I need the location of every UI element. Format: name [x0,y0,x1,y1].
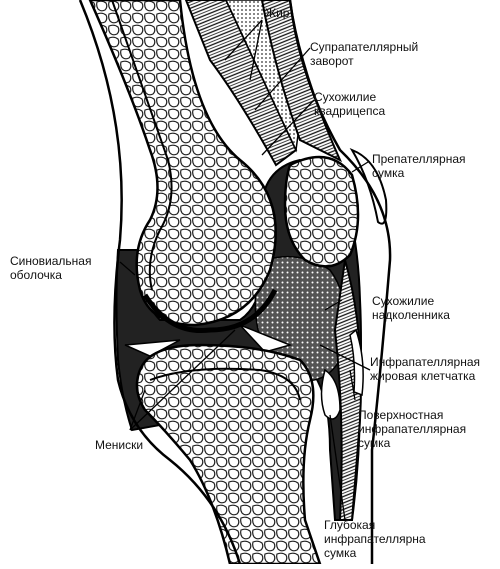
label-line: Глубокая [324,518,376,532]
label-line: надколенника [372,308,450,322]
leader-lines [119,19,371,521]
label-suprapatellar: Супрапателлярный заворот [310,40,418,68]
label-line: Препателлярная [372,152,466,166]
label-line: заворот [310,54,354,68]
label-line: Супрапателлярный [310,40,419,54]
patella [283,155,360,268]
label-line: Сухожилие [372,294,435,308]
patellar-tendon [333,259,362,521]
label-line: Поверхностная [358,408,444,422]
label-quadriceps: Сухожилие квадрицепса [314,90,385,118]
skin-posterior [78,0,242,565]
skin-anterior [288,0,392,564]
femur-bone [88,0,277,327]
articular-cartilage [142,288,278,334]
label-prepatellar: Препателлярная сумка [372,152,466,180]
tibia-cortex [149,367,301,401]
label-line: сумка [324,546,357,560]
deep-infrapatellar-bursa [320,368,341,420]
label-line: Синовиальная [10,254,92,268]
label-line: инфрапателлярная [358,422,467,436]
label-patellar-tendon: Сухожилие надколенника [372,294,450,322]
label-line: сумка [372,166,405,180]
label-line: жировая клетчатка [370,369,476,383]
label-synovial: Синовиальная оболочка [10,254,91,282]
label-fat: Жир [265,6,290,20]
label-infrapatellar-fat: Инфрапателлярная жировая клетчатка [370,355,480,383]
meniscus-anterior [239,324,293,353]
label-line: инфрапателлярна [324,532,426,546]
meniscus-posterior [124,339,181,357]
label-line: сумка [358,436,391,450]
label-line: Сухожилие [314,90,377,104]
label-superficial-bursa: Поверхностная инфрапателлярная сумка [358,408,466,450]
superficial-infrapatellar-bursa [349,328,364,397]
femur-cortex [111,0,173,291]
label-line: Инфрапателлярная [370,355,480,369]
tibia-bone [135,343,322,566]
label-menisci: Мениски [95,438,144,452]
label-line: оболочка [10,268,62,282]
quadriceps-muscle [184,0,298,167]
label-line: квадрицепса [314,104,386,118]
label-deep-bursa: Глубокая инфрапателлярна сумка [324,518,426,560]
